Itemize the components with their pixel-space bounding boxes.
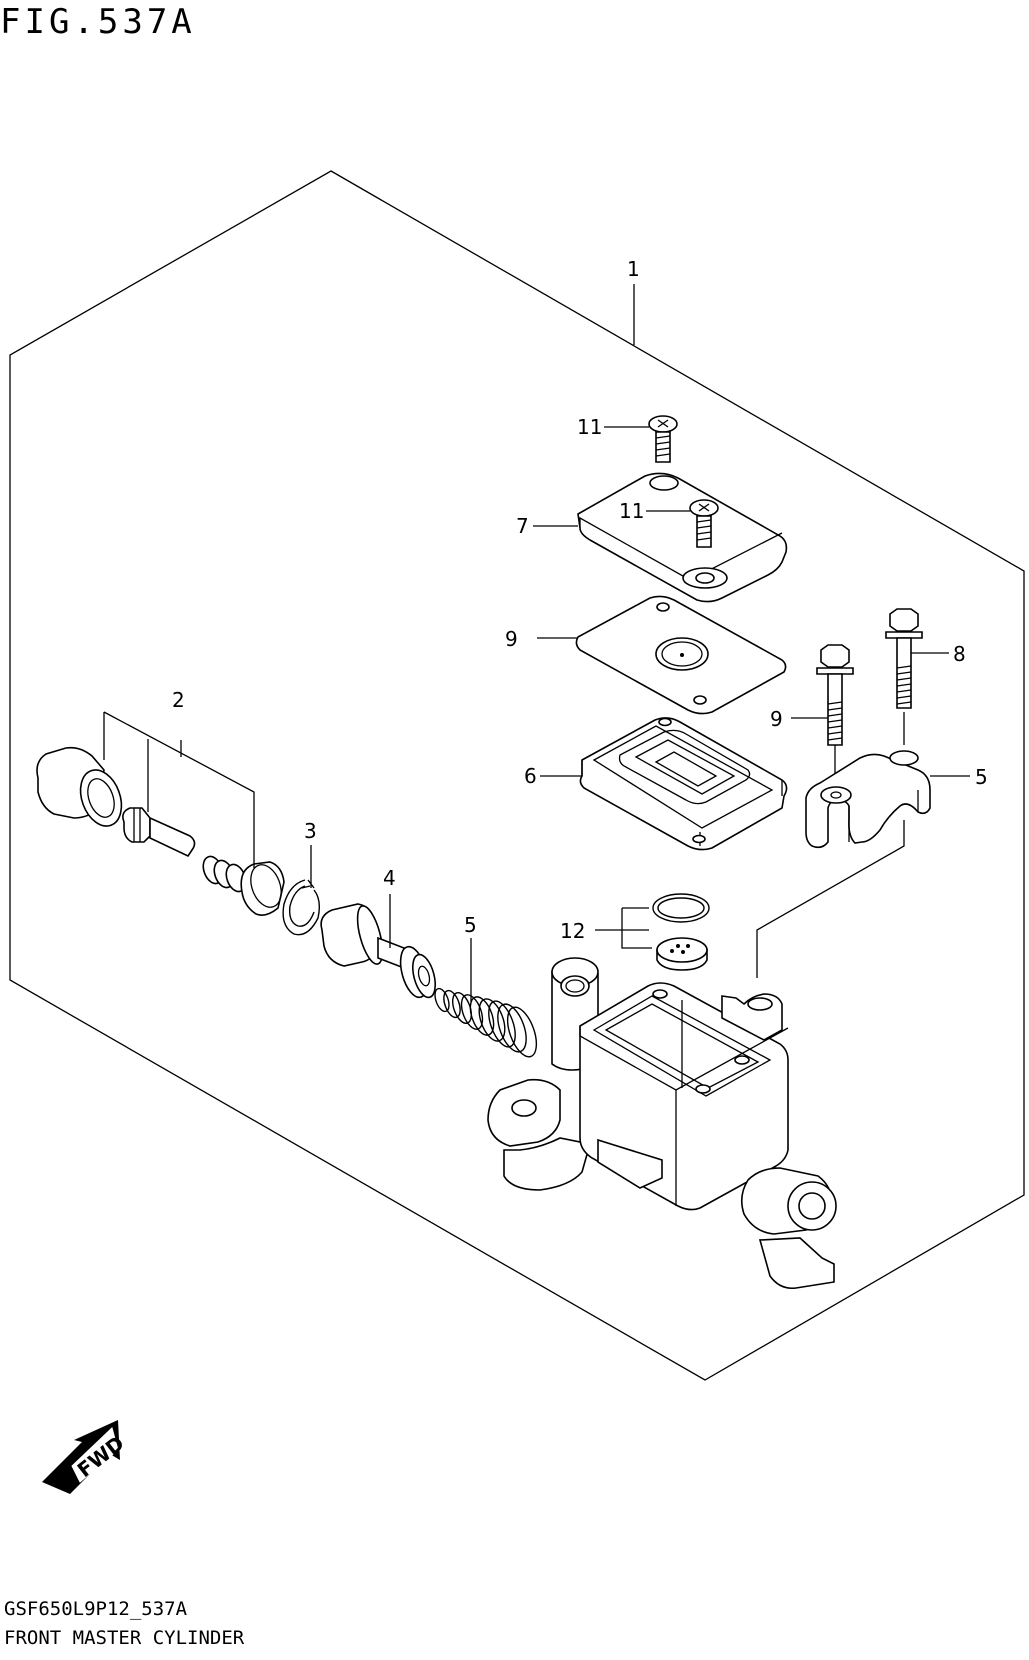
return-spring-5[interactable] xyxy=(432,987,542,1061)
piston-boot-2[interactable] xyxy=(36,746,129,832)
master-cylinder-body[interactable] xyxy=(487,957,837,1290)
bolt-9-right[interactable] xyxy=(885,608,923,709)
callout-9-right[interactable]: 8 xyxy=(953,642,966,666)
callout-1[interactable]: 1 xyxy=(627,257,640,281)
screw-11-middle[interactable] xyxy=(689,499,719,548)
assembly-boundary xyxy=(9,170,1025,1381)
callout-11-middle[interactable]: 11 xyxy=(619,499,644,523)
snap-ring-12[interactable] xyxy=(652,893,710,923)
screw-11-top[interactable] xyxy=(648,415,678,463)
bolt-9-left[interactable] xyxy=(816,644,854,746)
callout-8[interactable]: 5 xyxy=(975,765,988,789)
circlip-3[interactable] xyxy=(282,879,321,936)
clamp-holder-8[interactable] xyxy=(805,750,931,849)
piston-2[interactable] xyxy=(122,807,196,858)
plug-12[interactable] xyxy=(656,937,708,971)
diaphragm-6[interactable] xyxy=(579,717,788,851)
callout-5[interactable]: 5 xyxy=(464,913,477,937)
figure-title: FIG.537A xyxy=(0,2,196,42)
primary-cup-2[interactable] xyxy=(240,861,286,916)
callout-2[interactable]: 2 xyxy=(172,688,185,712)
callout-9-left[interactable]: 9 xyxy=(770,707,783,731)
callout-6[interactable]: 6 xyxy=(524,764,537,788)
callout-10[interactable]: 9 xyxy=(505,627,518,651)
callout-11-top[interactable]: 11 xyxy=(577,415,602,439)
callout-7[interactable]: 7 xyxy=(516,514,529,538)
piston-assembly-4[interactable] xyxy=(320,903,439,1000)
diaphragm-plate-10[interactable] xyxy=(575,595,787,715)
forward-direction-badge: FWD xyxy=(42,1420,129,1494)
callout-12[interactable]: 12 xyxy=(560,919,585,943)
reservoir-cover-7[interactable] xyxy=(577,472,788,603)
figure-code: GSF650L9P12_537A xyxy=(4,1598,188,1620)
figure-name: FRONT MASTER CYLINDER xyxy=(4,1627,245,1649)
callout-4[interactable]: 4 xyxy=(383,866,396,890)
callout-3[interactable]: 3 xyxy=(304,819,317,843)
